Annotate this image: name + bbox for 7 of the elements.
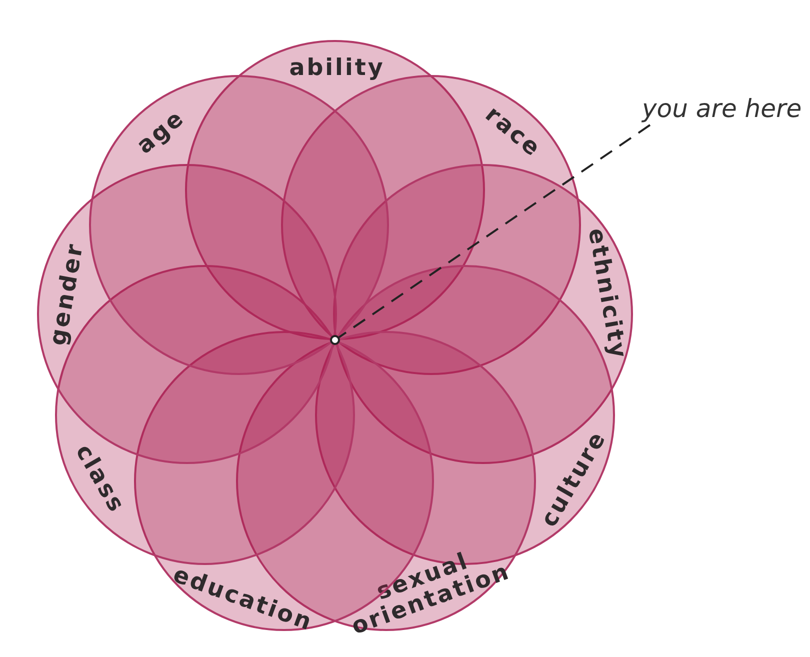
circle-label: ability (288, 56, 386, 80)
circle-label: age (130, 104, 191, 162)
leader-line (338, 124, 651, 338)
annotation-text: you are here (642, 94, 802, 123)
center-point (330, 335, 340, 345)
circle-label: gender (44, 240, 90, 350)
circle-label: ethnicity (582, 226, 632, 364)
